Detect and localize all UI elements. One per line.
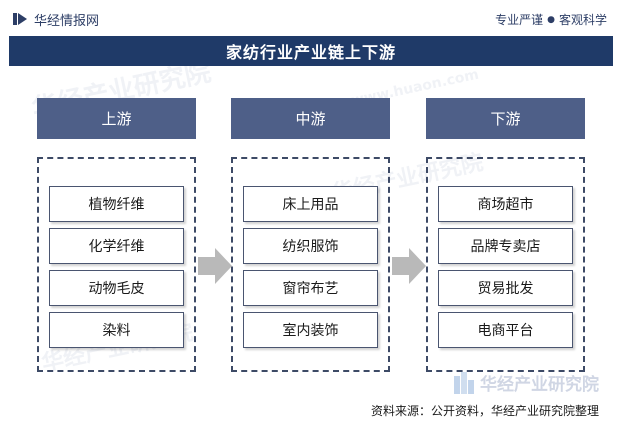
brand-logo-icon [13,13,27,25]
flow-arrow-icon [198,248,232,284]
column-box-upstream: 植物纤维 化学纤维 动物毛皮 染料 [37,157,196,372]
watermark-logo-icon [454,371,474,394]
column-header-downstream: 下游 [426,98,585,139]
column-box-downstream: 商场超市 品牌专卖店 贸易批发 电商平台 [426,157,585,372]
slogan-left: 专业严谨 [495,13,544,27]
column-header-midstream: 中游 [231,98,390,139]
list-item: 商场超市 [438,186,573,222]
list-item: 动物毛皮 [49,270,184,306]
slogan-right: 客观科学 [558,13,607,27]
column-header-upstream: 上游 [37,98,196,139]
column-box-midstream: 床上用品 纺织服饰 窗帘布艺 室内装饰 [231,157,390,372]
list-item: 染料 [49,312,184,348]
slogan-dot: ● [547,14,555,25]
flow-arrow-icon [392,248,426,284]
brand: 华经情报网 [12,10,100,29]
top-bar: 华经情报网 专业严谨 ● 客观科学 [0,0,621,38]
watermark-brand: 华经产业研究院 [454,370,599,395]
list-item: 电商平台 [438,312,573,348]
list-item: 品牌专卖店 [438,228,573,264]
brand-name: 华经情报网 [34,13,100,29]
list-item: 植物纤维 [49,186,184,222]
list-item: 化学纤维 [49,228,184,264]
list-item: 床上用品 [243,186,378,222]
source-note: 资料来源：公开资料，华经产业研究院整理 [370,404,599,418]
list-item: 纺织服饰 [243,228,378,264]
list-item: 室内装饰 [243,312,378,348]
slogan: 专业严谨 ● 客观科学 [495,11,607,28]
watermark-brand-text: 华经产业研究院 [480,375,599,395]
list-item: 贸易批发 [438,270,573,306]
diagram-title: 家纺行业产业链上下游 [9,36,613,66]
list-item: 窗帘布艺 [243,270,378,306]
